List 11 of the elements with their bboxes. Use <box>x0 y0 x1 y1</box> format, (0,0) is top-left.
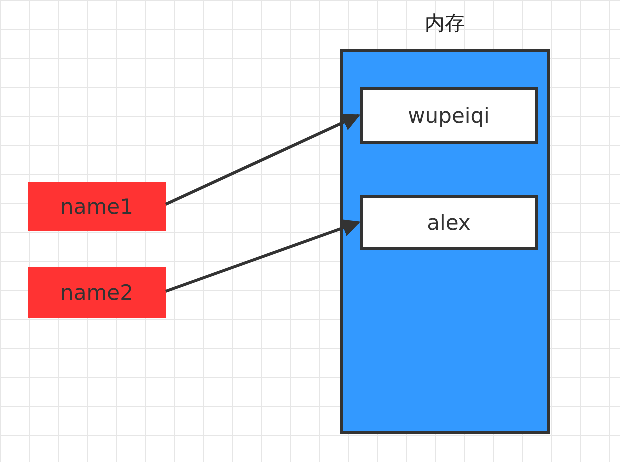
arrow <box>166 219 361 293</box>
memory-heading: 内存 <box>424 10 466 37</box>
node-label: name1 <box>60 194 134 218</box>
node-label: alex <box>427 210 471 234</box>
value-box <box>360 87 538 144</box>
variable-box <box>28 267 166 318</box>
node-label: name2 <box>60 280 134 304</box>
value-box <box>360 195 538 250</box>
node-label: wupeiqi <box>408 104 490 128</box>
variable-box <box>28 182 166 231</box>
arrow <box>165 114 361 206</box>
